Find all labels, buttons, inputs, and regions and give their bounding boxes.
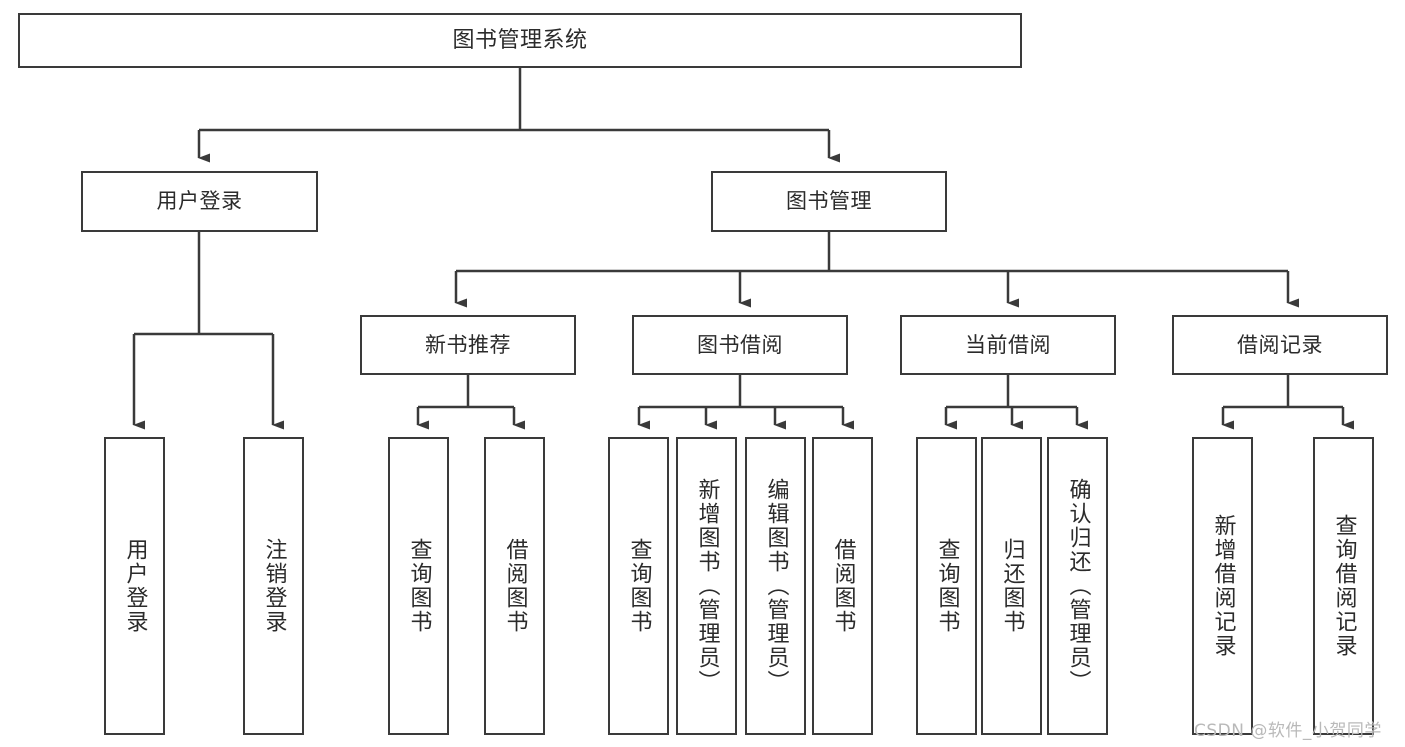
node-label: 借阅记录 [1237, 332, 1323, 357]
leaf-borrow-edit-book-admin[interactable]: 编辑图书（管理员） [745, 437, 806, 735]
node-label: 借阅图书 [830, 538, 856, 634]
node-borrow-record[interactable]: 借阅记录 [1172, 315, 1388, 375]
node-label: 借阅图书 [502, 538, 528, 634]
node-book-management[interactable]: 图书管理 [711, 171, 947, 232]
node-label: 归还图书 [999, 538, 1025, 634]
node-label: 用户登录 [122, 538, 148, 634]
node-label: 用户登录 [156, 189, 243, 214]
node-label: 当前借阅 [965, 332, 1051, 357]
leaf-record-query-record[interactable]: 查询借阅记录 [1313, 437, 1374, 735]
node-label: 注销登录 [261, 538, 287, 634]
leaf-record-add-record[interactable]: 新增借阅记录 [1192, 437, 1253, 735]
node-label: 图书借阅 [697, 332, 783, 357]
node-user-login[interactable]: 用户登录 [81, 171, 318, 232]
leaf-borrow-query-book[interactable]: 查询图书 [608, 437, 669, 735]
leaf-recommend-borrow-book[interactable]: 借阅图书 [484, 437, 545, 735]
leaf-current-return-book[interactable]: 归还图书 [981, 437, 1042, 735]
leaf-borrow-borrow-book[interactable]: 借阅图书 [812, 437, 873, 735]
leaf-user-logout[interactable]: 注销登录 [243, 437, 304, 735]
csdn-watermark: CSDN @软件_小贺同学 [1194, 721, 1382, 741]
node-label: 查询借阅记录 [1331, 514, 1357, 658]
node-label: 查询图书 [626, 538, 652, 634]
leaf-user-login[interactable]: 用户登录 [104, 437, 165, 735]
leaf-recommend-query-book[interactable]: 查询图书 [388, 437, 449, 735]
node-root-system[interactable]: 图书管理系统 [18, 13, 1022, 68]
node-label: 图书管理系统 [452, 27, 588, 53]
leaf-borrow-add-book-admin[interactable]: 新增图书（管理员） [676, 437, 737, 735]
leaf-current-query-book[interactable]: 查询图书 [916, 437, 977, 735]
node-label: 新增图书（管理员） [694, 478, 720, 694]
node-label: 新增借阅记录 [1210, 514, 1236, 658]
node-label: 确认归还（管理员） [1065, 478, 1091, 694]
node-label: 查询图书 [406, 538, 432, 634]
node-label: 编辑图书（管理员） [763, 478, 789, 694]
leaf-current-confirm-return-admin[interactable]: 确认归还（管理员） [1047, 437, 1108, 735]
node-label: 查询图书 [934, 538, 960, 634]
node-label: 图书管理 [786, 189, 872, 214]
node-new-book-recommend[interactable]: 新书推荐 [360, 315, 576, 375]
node-current-borrow[interactable]: 当前借阅 [900, 315, 1116, 375]
node-book-borrow[interactable]: 图书借阅 [632, 315, 848, 375]
node-label: 新书推荐 [425, 332, 511, 357]
